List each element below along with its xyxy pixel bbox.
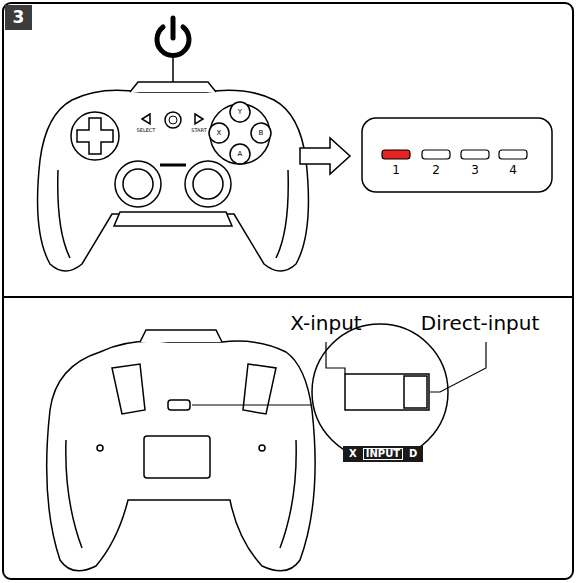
divider bbox=[3, 296, 573, 298]
button-letter: A bbox=[238, 151, 243, 158]
led-number: 2 bbox=[432, 164, 440, 176]
switch-slot bbox=[345, 374, 429, 410]
button-letter: Y bbox=[238, 109, 242, 116]
led-number: 4 bbox=[509, 164, 517, 176]
step-badge: 3 bbox=[5, 5, 32, 30]
arrow-icon bbox=[300, 138, 350, 174]
home-symbol bbox=[169, 116, 177, 124]
button-label: SELECT bbox=[137, 128, 156, 133]
node-text: X bbox=[349, 449, 357, 459]
node-text: 3 bbox=[13, 9, 25, 26]
gamepad-front bbox=[38, 82, 309, 271]
power-icon bbox=[157, 18, 189, 55]
button-label: START bbox=[191, 128, 206, 133]
led-number: 1 bbox=[392, 164, 400, 176]
led bbox=[461, 150, 489, 159]
frame bbox=[3, 3, 573, 579]
leader-line bbox=[430, 342, 486, 392]
magnifier bbox=[312, 324, 448, 460]
node-text: INPUT bbox=[363, 448, 403, 460]
mode-plate: X INPUT D bbox=[343, 446, 423, 462]
leader-line bbox=[192, 404, 312, 405]
switch-label: X-input bbox=[290, 313, 361, 333]
switch-knob bbox=[404, 376, 427, 408]
led bbox=[499, 150, 527, 159]
gamepad-back bbox=[47, 330, 315, 571]
button-letter: B bbox=[259, 130, 264, 137]
switch-label: Direct-input bbox=[421, 313, 540, 333]
led-number: 3 bbox=[471, 164, 479, 176]
node-text: D bbox=[409, 449, 417, 459]
led bbox=[422, 150, 450, 159]
led-callout bbox=[362, 118, 552, 192]
button-letter: X bbox=[217, 130, 222, 137]
leader-line bbox=[326, 342, 345, 374]
led-lit bbox=[382, 150, 410, 159]
